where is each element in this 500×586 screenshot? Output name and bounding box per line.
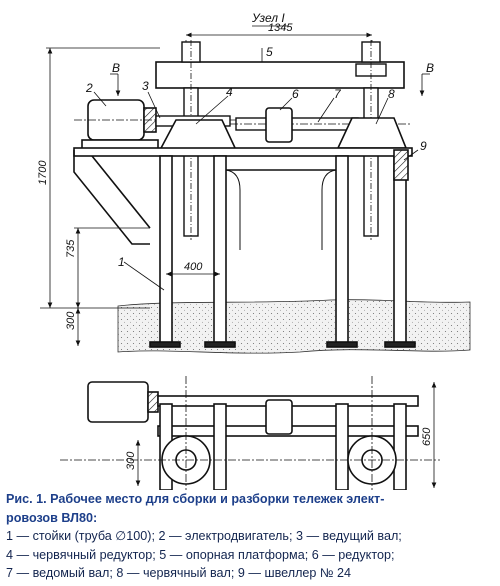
stands xyxy=(149,155,416,348)
dimension-top-width: 1345 xyxy=(268,22,293,34)
frame-beam xyxy=(73,147,413,157)
caption-legend-line-3: 7 — ведомый вал; 8 — червячный вал; 9 — … xyxy=(6,566,351,580)
plan-view xyxy=(60,376,440,490)
callout-3: 3 xyxy=(142,79,149,93)
dimension-plan-offset: 300 xyxy=(125,451,137,470)
dimension-height-mid: 735 xyxy=(65,239,77,258)
dimension-span: 400 xyxy=(184,261,203,273)
caption-legend-line-1: 1 — стойки (труба ∅100); 2 — электродвиг… xyxy=(6,529,402,543)
caption-title-line-1: Рис. 1. Рабочее место для сборки и разбо… xyxy=(6,492,385,506)
motor-bracket xyxy=(73,150,151,245)
dimension-height-total: 1700 xyxy=(37,160,49,185)
callout-4: 4 xyxy=(226,85,233,99)
assembly-workstation-drawing: Узел I 1345 1700 735 300 400 650 300 В В… xyxy=(37,11,471,490)
dimension-lines xyxy=(40,25,430,346)
ground-section xyxy=(117,299,471,354)
section-mark-right: В xyxy=(426,61,434,75)
node-label: Узел I xyxy=(251,11,285,25)
callout-1: 1 xyxy=(118,255,125,269)
callout-leaders xyxy=(93,48,419,291)
callout-6: 6 xyxy=(292,87,299,101)
callout-9: 9 xyxy=(420,139,427,153)
channel-beam xyxy=(393,149,409,181)
callout-5: 5 xyxy=(266,45,273,59)
caption-legend-line-2: 4 — червячный редуктор; 5 — опорная плат… xyxy=(6,547,395,562)
callout-2: 2 xyxy=(85,81,93,95)
callout-7: 7 xyxy=(334,87,342,101)
dimension-plan-depth: 650 xyxy=(421,427,433,446)
reducer xyxy=(265,107,293,143)
dimension-depth: 300 xyxy=(65,311,77,330)
caption-title-line-2: ровозов ВЛ80: xyxy=(6,510,98,525)
figure-caption: Рис. 1. Рабочее место для сборки и разбо… xyxy=(6,490,496,583)
callout-8: 8 xyxy=(388,87,395,101)
section-mark-left: В xyxy=(112,61,120,75)
